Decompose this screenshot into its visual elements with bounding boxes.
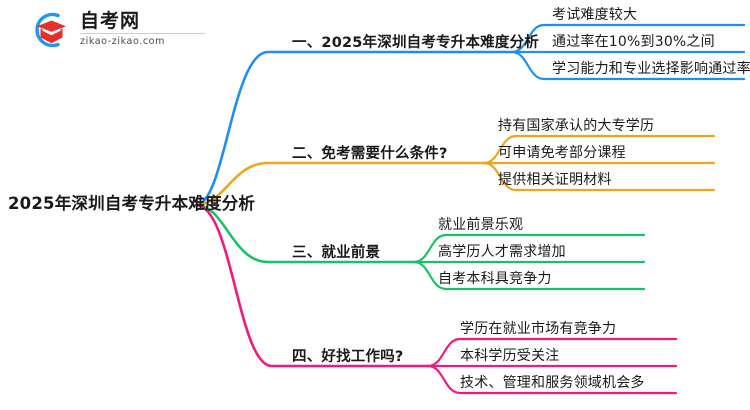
logo-title: 自考网 xyxy=(80,10,141,32)
mindmap-branch-node-1[interactable]: 一、2025年深圳自考专升本难度分析 xyxy=(292,35,539,51)
mindmap-branch-node-4[interactable]: 四、好找工作吗? xyxy=(292,349,404,365)
mindmap-leaf-node-2-1[interactable]: 持有国家承认的大专学历 xyxy=(498,118,655,134)
mindmap-leaf-node-3-3[interactable]: 自考本科具竞争力 xyxy=(438,271,552,287)
mindmap-leaf-node-2-3[interactable]: 提供相关证明材料 xyxy=(498,172,612,188)
mindmap-leaf-node-4-1[interactable]: 学历在就业市场有竞争力 xyxy=(460,321,617,337)
mindmap-root-node[interactable]: 2025年深圳自考专升本难度分析 xyxy=(8,194,256,213)
mindmap-leaf-node-1-1[interactable]: 考试难度较大 xyxy=(552,7,638,23)
mindmap-leaf-node-3-1[interactable]: 就业前景乐观 xyxy=(438,217,524,233)
mindmap-branch-node-3[interactable]: 三、就业前景 xyxy=(292,245,381,261)
mindmap-branch-node-2[interactable]: 二、免考需要什么条件? xyxy=(292,146,448,162)
branch-1-connectors xyxy=(194,23,746,207)
mindmap-leaf-node-4-3[interactable]: 技术、管理和服务领域机会多 xyxy=(460,375,645,391)
site-logo[interactable]: 自考网 zikao-zikao.com xyxy=(28,8,208,52)
mindmap-leaf-node-1-3[interactable]: 学习能力和专业选择影响通过率 xyxy=(552,61,750,77)
branch-4-connectors xyxy=(194,203,678,395)
mindmap-leaf-node-2-2[interactable]: 可申请免考部分课程 xyxy=(498,145,626,161)
branch-2-connectors xyxy=(194,134,716,207)
mindmap-leaf-node-4-2[interactable]: 本科学历受关注 xyxy=(460,348,560,364)
mindmap-leaf-node-1-2[interactable]: 通过率在10%到30%之间 xyxy=(552,34,715,50)
logo-subtitle: zikao-zikao.com xyxy=(80,36,165,47)
branch-3-connectors xyxy=(194,203,646,291)
mindmap-leaf-node-3-2[interactable]: 高学历人才需求增加 xyxy=(438,244,566,260)
logo-divider xyxy=(80,33,206,34)
graduation-cap-icon xyxy=(28,10,74,50)
